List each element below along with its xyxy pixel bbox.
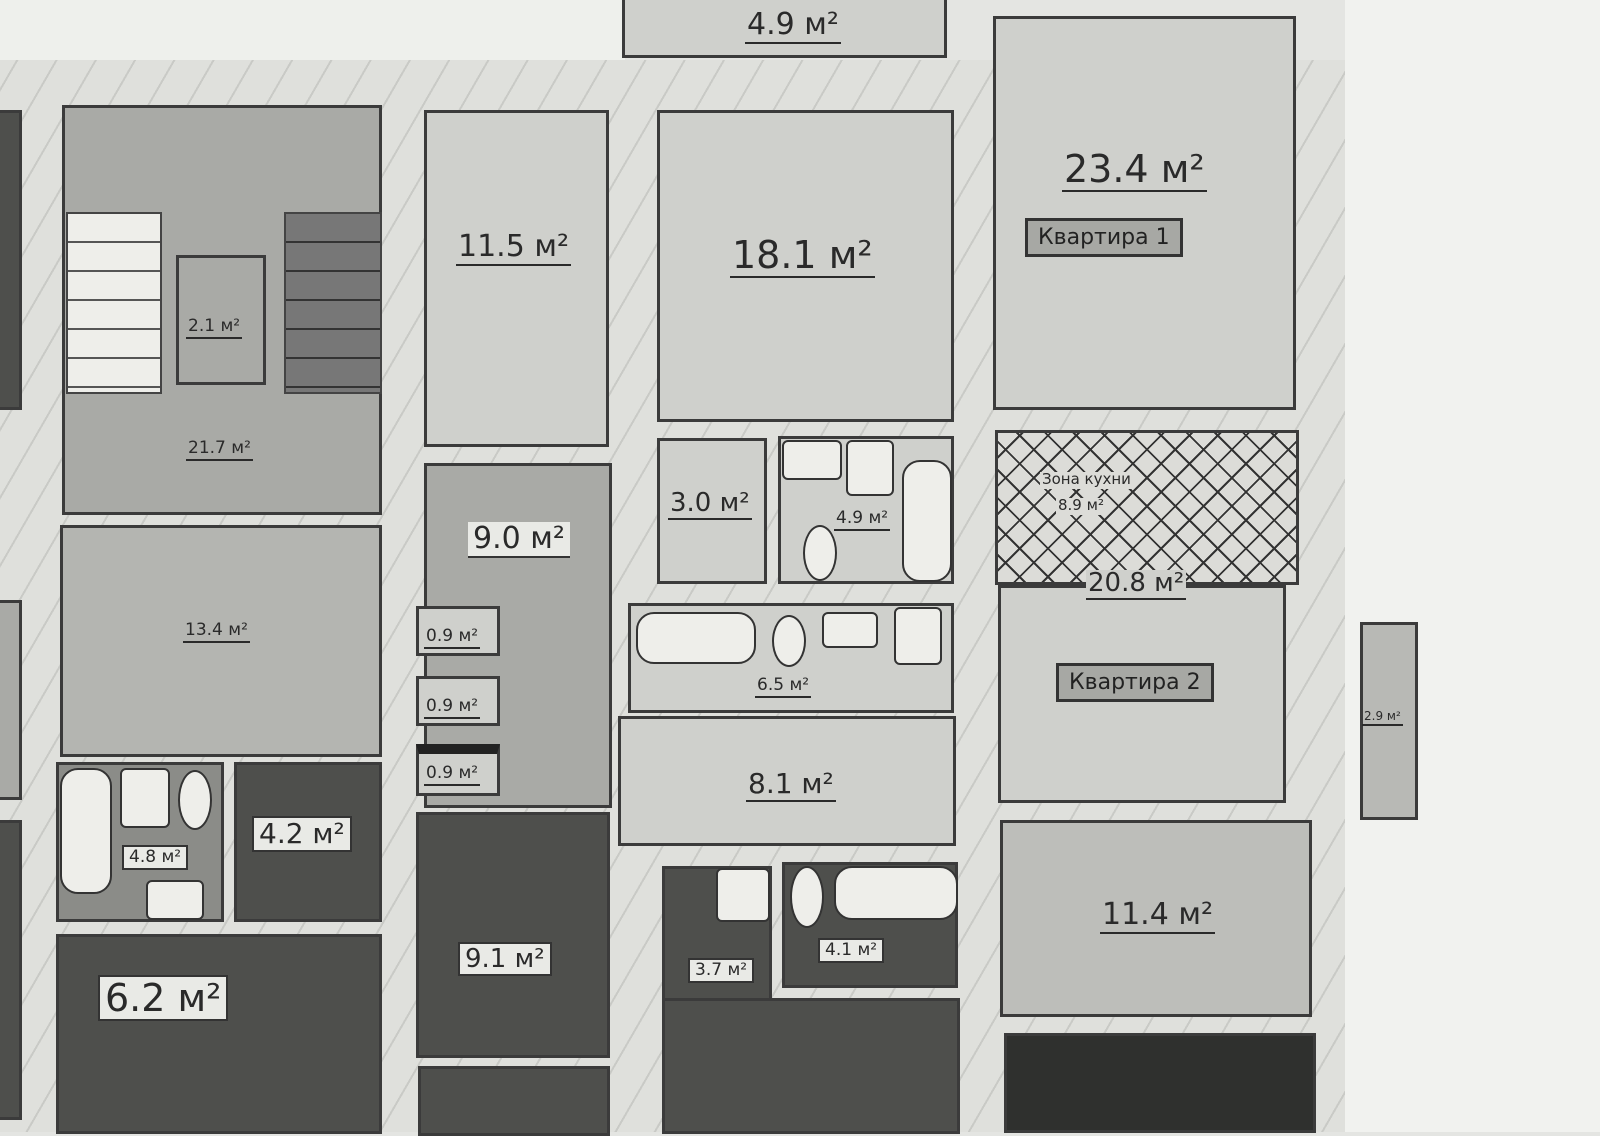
room-9-1-label: 9.1 м² xyxy=(458,942,552,976)
room-23-4-label: 23.4 м² xyxy=(1062,147,1207,192)
closet-b-label: 0.9 м² xyxy=(424,698,481,719)
room-left-edge xyxy=(0,110,22,410)
room-6-2-label: 6.2 м² xyxy=(98,975,229,1021)
washing-machine-icon xyxy=(716,868,770,922)
elevator-label: 2.1 м² xyxy=(186,318,243,339)
room-9-1 xyxy=(416,812,610,1058)
washing-machine-icon xyxy=(846,440,894,496)
room-11-5-label: 11.5 м² xyxy=(456,229,571,266)
room-11-4-label: 11.4 м² xyxy=(1100,897,1215,934)
room-18-1-label: 18.1 м² xyxy=(730,233,875,278)
bathroom-4-8-label: 4.8 м² xyxy=(122,845,189,870)
room-bottom-mid xyxy=(418,1066,610,1136)
washing-machine-icon xyxy=(894,607,942,665)
toilet-icon xyxy=(178,770,212,830)
kitchen-zone-title: Зона кухни xyxy=(1040,470,1133,489)
bathroom-4-9-label: 4.9 м² xyxy=(834,510,891,531)
bathtub-icon xyxy=(60,768,112,894)
hall-8-1 xyxy=(618,716,956,846)
hall-8-1-label: 8.1 м² xyxy=(746,767,836,802)
bathtub-icon xyxy=(636,612,756,664)
closet-a-label: 0.9 м² xyxy=(424,628,481,649)
room-3-0-label: 3.0 м² xyxy=(668,488,752,520)
bathroom-4-1-label: 4.1 м² xyxy=(818,938,885,963)
kitchen-zone-area: 8.9 м² xyxy=(1056,496,1106,515)
room-18-1 xyxy=(657,110,954,422)
paper-margin-right xyxy=(1345,0,1600,1132)
room-4-2-label: 4.2 м² xyxy=(252,816,352,852)
room-top-label: 4.9 м² xyxy=(745,7,841,44)
apartment-1-badge: Квартира 1 xyxy=(1025,218,1183,257)
corridor-9-0-label: 9.0 м² xyxy=(468,522,570,558)
kitchen-zone xyxy=(995,430,1299,585)
paper-margin-top xyxy=(0,0,625,60)
room-left-edge-2 xyxy=(0,600,22,800)
bathtub-icon xyxy=(834,866,958,920)
room-bottom-center xyxy=(662,998,960,1134)
room-left-edge-3 xyxy=(0,820,22,1120)
room-3-0 xyxy=(657,438,767,584)
washing-machine-icon xyxy=(120,768,170,828)
room-11-5 xyxy=(424,110,609,447)
room-6-2 xyxy=(56,934,382,1134)
closet-c xyxy=(416,744,500,796)
toilet-icon xyxy=(803,525,837,581)
stairs-left xyxy=(66,212,162,394)
toilet-icon xyxy=(772,615,806,667)
lobby-label: 13.4 м² xyxy=(183,622,250,643)
stair-hall-label: 21.7 м² xyxy=(186,440,253,461)
sink-icon xyxy=(822,612,878,648)
sink-icon xyxy=(146,880,204,920)
elevator-shaft xyxy=(176,255,266,385)
room-11-4 xyxy=(1000,820,1312,1017)
bathroom-6-5-label: 6.5 м² xyxy=(755,677,812,698)
bathroom-3-7-label: 3.7 м² xyxy=(688,958,755,983)
room-bottom-right xyxy=(1004,1033,1316,1133)
side-room-label: 2.9 м² xyxy=(1362,710,1403,726)
closet-c-label: 0.9 м² xyxy=(424,765,481,786)
sink-icon xyxy=(782,440,842,480)
stairs-right xyxy=(284,212,382,394)
apartment-2-badge: Квартира 2 xyxy=(1056,663,1214,702)
room-23-4 xyxy=(993,16,1296,410)
room-top xyxy=(622,0,947,58)
toilet-icon xyxy=(790,866,824,928)
room-20-8-label: 20.8 м² xyxy=(1086,568,1187,600)
side-room xyxy=(1360,622,1418,820)
bathtub-icon xyxy=(902,460,952,582)
